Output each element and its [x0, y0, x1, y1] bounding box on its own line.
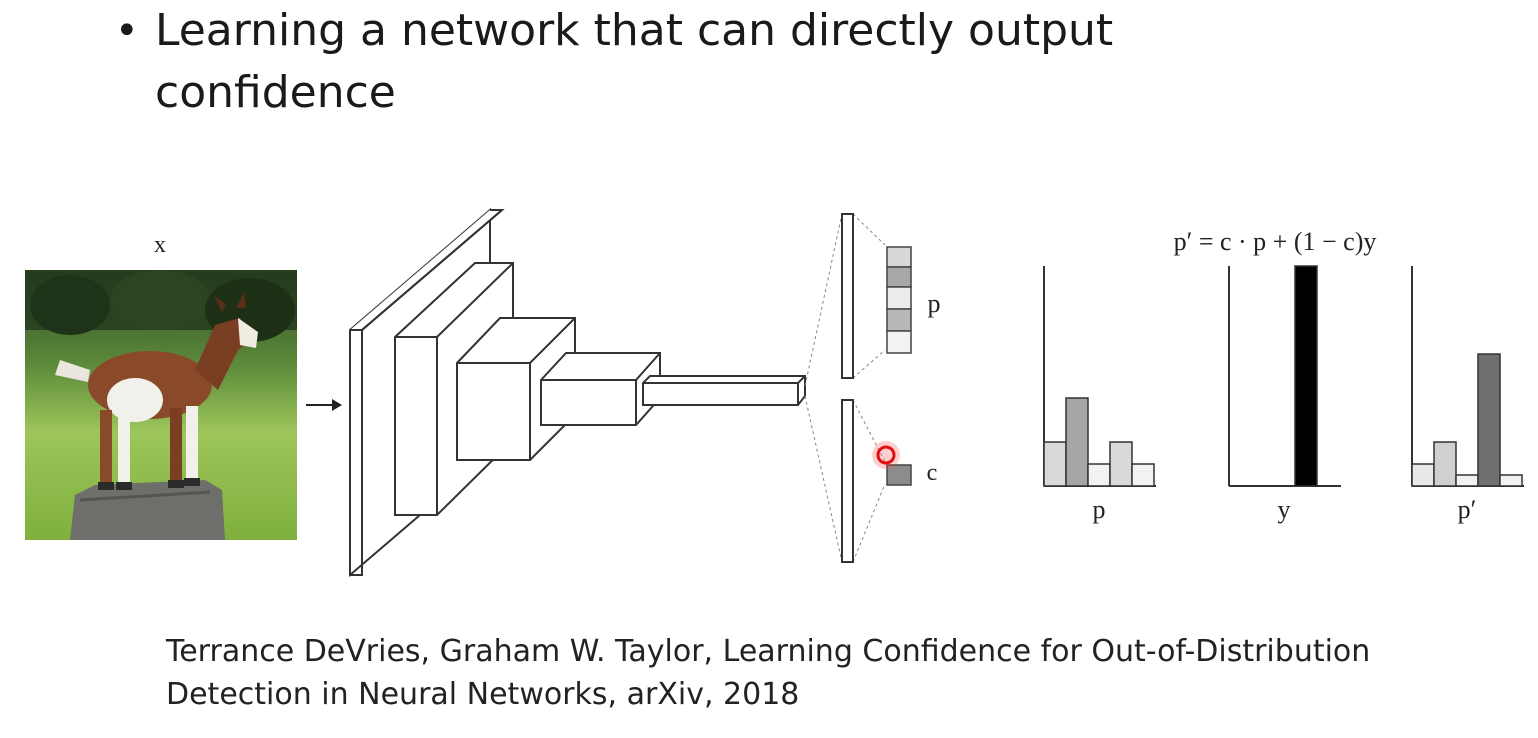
- c-output-cell: [886, 464, 912, 486]
- citation-line-2: Detection in Neural Networks, arXiv, 201…: [166, 677, 800, 712]
- confidence-equation: p′ = c · p + (1 − c)y: [1174, 227, 1377, 256]
- histogram-1: p: [1043, 266, 1156, 524]
- histogram-bar: [1455, 474, 1479, 487]
- citation: Terrance DeVries, Graham W. Taylor, Lear…: [166, 630, 1506, 716]
- citation-line-1: Terrance DeVries, Graham W. Taylor, Lear…: [166, 634, 1371, 669]
- histogram-bar: [1499, 474, 1523, 487]
- histogram-bar: [1411, 463, 1435, 487]
- histogram-2: y: [1228, 265, 1341, 524]
- confidence-network-figure: x: [25, 207, 1524, 578]
- histogram-bar: [1109, 441, 1133, 487]
- histograms: p y p′: [1043, 265, 1524, 524]
- bullet-dot-icon: •: [115, 8, 139, 54]
- conv-layer-4: [540, 352, 661, 426]
- c-output-label: c: [927, 460, 938, 486]
- histogram-bar: [1477, 353, 1501, 487]
- bullet-text: Learning a network that can directly out…: [155, 0, 1355, 124]
- p-output-vector: [886, 246, 912, 354]
- histogram-3: p′: [1411, 266, 1524, 524]
- histogram-bar: [1131, 463, 1155, 487]
- histogram-label: y: [1278, 495, 1291, 524]
- input-arrow-icon: [306, 399, 342, 411]
- fan-out-lines: [804, 213, 886, 563]
- fc-layer: [642, 375, 806, 406]
- cursor-highlight-icon: [872, 441, 900, 469]
- histogram-bar: [1433, 441, 1457, 487]
- p-head-plate: [841, 213, 854, 379]
- histogram-bar: [1087, 463, 1111, 487]
- bullet-text-line-1: Learning a network that can directly out…: [155, 5, 1114, 56]
- bullet-text-line-2: confidence: [155, 67, 396, 118]
- goat-input-image: [25, 270, 297, 540]
- histogram-bar: [1043, 441, 1067, 487]
- p-output-label: p: [928, 289, 941, 318]
- input-label: x: [154, 232, 166, 258]
- histogram-label: p: [1093, 495, 1106, 524]
- histogram-bar: [1294, 265, 1318, 487]
- histogram-bar: [1065, 397, 1089, 487]
- c-head-plate: [841, 399, 854, 563]
- histogram-label: p′: [1458, 495, 1477, 524]
